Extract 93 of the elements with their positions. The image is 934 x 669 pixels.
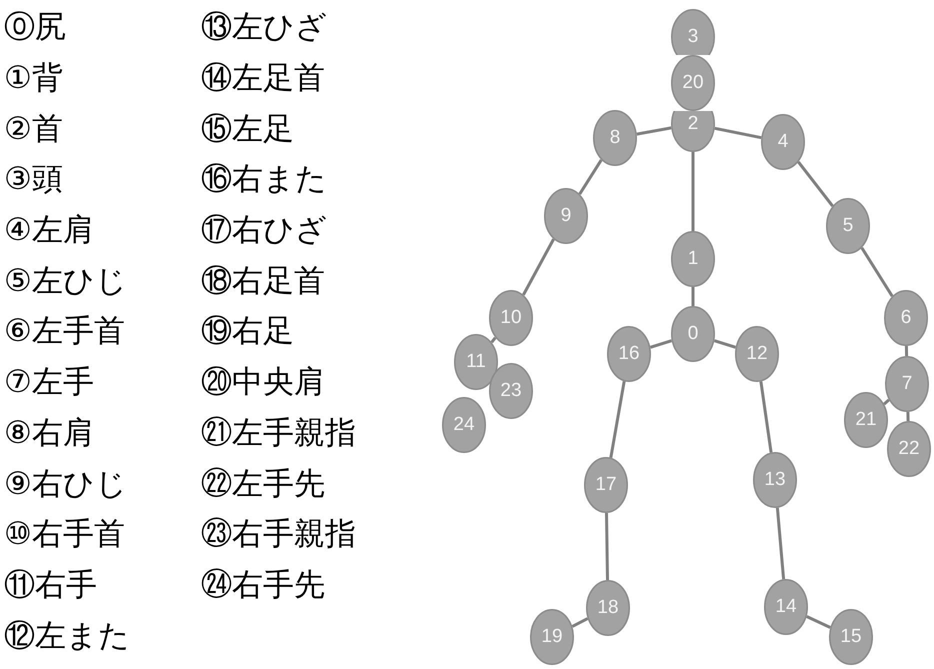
joint-name-label: ⑱右足首: [201, 262, 325, 300]
bone-line: [904, 346, 908, 356]
joint-number: 10: [500, 308, 522, 328]
joint-circle: [844, 392, 888, 448]
joint-number: 15: [840, 627, 862, 647]
joint-circle: [671, 231, 715, 287]
joint-number: 3: [688, 27, 698, 47]
joint-name-label: ㉓右手親指: [201, 515, 356, 554]
joint-circle: [489, 363, 533, 419]
joint-number: 19: [541, 627, 563, 647]
bone-line: [906, 412, 910, 422]
joint-circle: [607, 326, 651, 382]
bone-line: [490, 336, 496, 344]
joint-name-label: ⑥左手首: [4, 312, 125, 350]
joint-circle: [826, 198, 870, 254]
joint-name-label: ⑤左ひじ: [4, 262, 127, 300]
joint-name-label: ⑨右ひじ: [4, 464, 127, 503]
bone-line: [714, 126, 762, 140]
bone-line: [650, 339, 672, 349]
bone-line: [860, 247, 894, 297]
joint-name-label: ⑳中央肩: [201, 363, 325, 402]
joint-name-label: ⑩右手首: [4, 515, 125, 554]
joint-circle: [829, 609, 873, 665]
bone-line: [759, 381, 773, 453]
joint-name-label: ㉒左手先: [201, 464, 325, 503]
joint-name-label: ⑯右また: [201, 160, 327, 198]
joint-name-label: ⑮左足: [201, 110, 294, 148]
joint-circle: [586, 580, 630, 636]
joint-number: 6: [900, 308, 912, 328]
joint-number: 23: [500, 381, 522, 401]
joint-name-label: ⑲右足: [201, 312, 294, 350]
bone-line: [806, 615, 831, 629]
joint-circle: [884, 290, 928, 346]
bone-line: [797, 160, 834, 208]
joint-name-label: ⑰右ひざ: [201, 211, 327, 250]
joint-number: 17: [595, 475, 617, 495]
joint-circle: [530, 609, 574, 665]
joint-name-label: ⓪尻: [4, 8, 66, 46]
joint-name-label: ⑪右手: [4, 566, 97, 604]
joint-number: 5: [842, 216, 854, 236]
joint-number: 7: [902, 374, 912, 394]
joint-number: 9: [560, 206, 572, 226]
bone-line: [578, 159, 603, 195]
joint-number: 0: [688, 324, 698, 344]
bone-line: [883, 398, 890, 406]
joint-number: 18: [597, 598, 619, 618]
joint-circle: [489, 290, 533, 346]
joint-circle: [671, 55, 715, 111]
joint-circle: [885, 356, 929, 412]
joint-circle: [735, 326, 779, 382]
joint-number: 14: [775, 597, 797, 617]
joint-number: 20: [682, 73, 704, 93]
joint-circle: [544, 188, 588, 244]
joint-name-label: ⑭左足首: [201, 59, 325, 98]
joint-circle: [454, 334, 498, 390]
joint-name-label: ⑧右肩: [4, 414, 94, 452]
bone-line: [605, 512, 609, 580]
joint-number: 24: [453, 415, 475, 435]
joint-name-label: ①背: [4, 59, 63, 98]
joint-circle: [442, 397, 486, 453]
joint-number: 11: [466, 352, 486, 372]
joint-number: 4: [778, 132, 788, 152]
joint-number: 16: [618, 344, 640, 364]
joint-number: 1: [688, 249, 698, 269]
joint-name-label: ④左肩: [4, 211, 94, 250]
bone-line: [692, 152, 694, 231]
joint-circle: [887, 421, 931, 477]
joint-name-label: ㉔右手先: [201, 566, 325, 604]
joint-name-label: ③頭: [4, 160, 63, 198]
bone-line: [522, 238, 555, 296]
joint-circle: [761, 114, 805, 170]
joint-number: 22: [898, 439, 920, 459]
joint-circle: [584, 457, 628, 513]
bone-line: [776, 508, 786, 580]
joint-name-label: ㉑左手親指: [201, 414, 356, 452]
joint-name-label: ②首: [4, 110, 63, 148]
bone-line: [714, 339, 736, 349]
joint-number: 12: [746, 344, 768, 364]
joint-name-label: ⑦左手: [4, 363, 94, 402]
bone-line: [692, 287, 694, 306]
bone-line: [609, 381, 626, 458]
joint-circle: [593, 110, 637, 166]
joint-circle: [764, 579, 808, 635]
joint-name-label: ⑫左また: [4, 616, 130, 655]
joint-circle: [753, 452, 797, 508]
joint-circle: [671, 306, 715, 362]
bone-line: [636, 126, 672, 136]
joint-number: 8: [610, 128, 620, 148]
joint-number: 21: [855, 410, 877, 430]
bone-line: [572, 617, 588, 628]
joint-number: 2: [688, 114, 698, 134]
joint-name-label: ⑬左ひざ: [201, 8, 327, 46]
joint-number: 13: [764, 470, 786, 490]
